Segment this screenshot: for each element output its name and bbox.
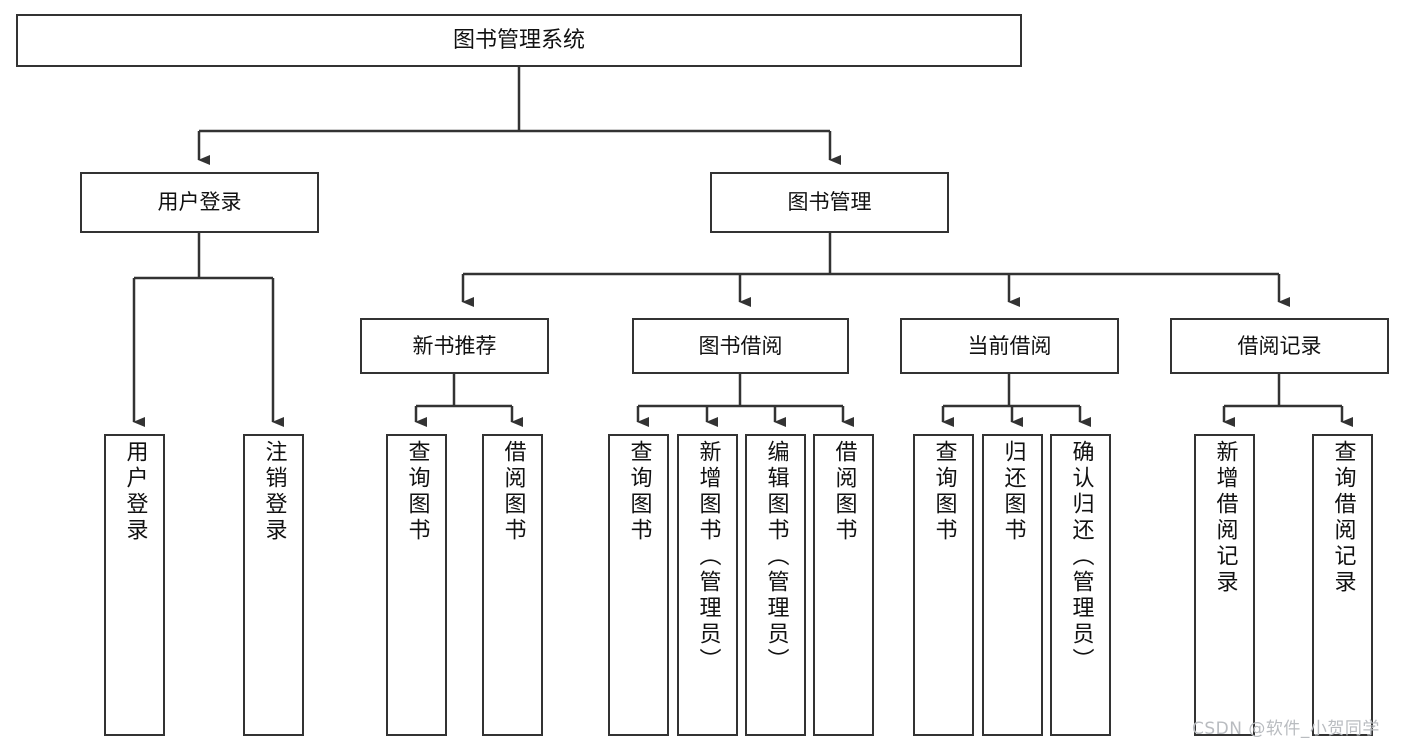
node-book-borrow[interactable]: 图书借阅 xyxy=(632,318,849,374)
node-current-borrow-label: 当前借阅 xyxy=(967,333,1052,358)
leaf-borrow-book-1-label: 借阅图书 xyxy=(500,440,526,544)
node-root[interactable]: 图书管理系统 xyxy=(16,14,1022,67)
leaf-edit-book-label: 编辑图书（管理员） xyxy=(763,440,789,674)
node-borrow-record[interactable]: 借阅记录 xyxy=(1170,318,1389,374)
leaf-user-login-label: 用户登录 xyxy=(122,440,148,544)
node-book-borrow-label: 图书借阅 xyxy=(698,333,783,358)
leaf-edit-book[interactable]: 编辑图书（管理员） xyxy=(745,434,806,736)
leaf-return-book[interactable]: 归还图书 xyxy=(982,434,1043,736)
leaf-query-record[interactable]: 查询借阅记录 xyxy=(1312,434,1373,736)
leaf-user-login[interactable]: 用户登录 xyxy=(104,434,165,736)
node-book-management[interactable]: 图书管理 xyxy=(710,172,949,233)
leaf-query-book-2[interactable]: 查询图书 xyxy=(608,434,669,736)
leaf-add-record[interactable]: 新增借阅记录 xyxy=(1194,434,1255,736)
leaf-logout[interactable]: 注销登录 xyxy=(243,434,304,736)
node-user-login-label: 用户登录 xyxy=(157,190,242,215)
leaf-borrow-book-2-label: 借阅图书 xyxy=(831,440,857,544)
leaf-confirm-return-label: 确认归还（管理员） xyxy=(1068,440,1094,674)
leaf-return-book-label: 归还图书 xyxy=(1000,440,1026,544)
leaf-add-book[interactable]: 新增图书（管理员） xyxy=(677,434,738,736)
node-current-borrow[interactable]: 当前借阅 xyxy=(900,318,1119,374)
node-new-book-recommend-label: 新书推荐 xyxy=(412,333,497,358)
node-root-label: 图书管理系统 xyxy=(452,27,585,53)
leaf-add-record-label: 新增借阅记录 xyxy=(1212,440,1238,596)
leaf-add-book-label: 新增图书（管理员） xyxy=(695,440,721,674)
node-user-login[interactable]: 用户登录 xyxy=(80,172,319,233)
leaf-borrow-book-2[interactable]: 借阅图书 xyxy=(813,434,874,736)
leaf-borrow-book-1[interactable]: 借阅图书 xyxy=(482,434,543,736)
leaf-logout-label: 注销登录 xyxy=(261,440,287,544)
node-new-book-recommend[interactable]: 新书推荐 xyxy=(360,318,549,374)
leaf-query-book-3[interactable]: 查询图书 xyxy=(913,434,974,736)
leaf-query-book-3-label: 查询图书 xyxy=(931,440,957,544)
leaf-query-book-1[interactable]: 查询图书 xyxy=(386,434,447,736)
leaf-query-book-1-label: 查询图书 xyxy=(404,440,430,544)
leaf-query-book-2-label: 查询图书 xyxy=(626,440,652,544)
leaf-query-record-label: 查询借阅记录 xyxy=(1330,440,1356,596)
node-book-management-label: 图书管理 xyxy=(787,190,872,215)
leaf-confirm-return[interactable]: 确认归还（管理员） xyxy=(1050,434,1111,736)
node-borrow-record-label: 借阅记录 xyxy=(1237,333,1322,358)
